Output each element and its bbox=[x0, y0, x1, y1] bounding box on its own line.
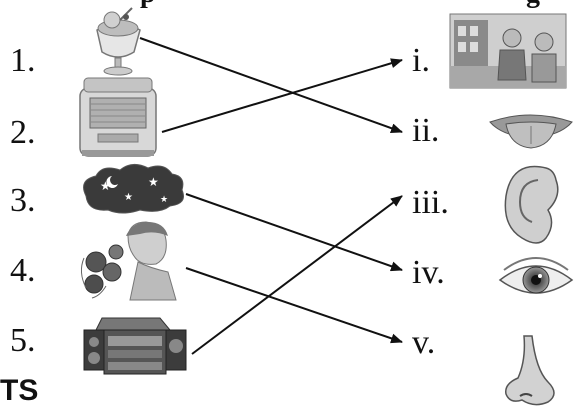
svg-text:★: ★ bbox=[100, 179, 111, 193]
heading-fragment-right: g bbox=[526, 0, 540, 8]
svg-text:★: ★ bbox=[160, 194, 168, 204]
arrow-4-to-v bbox=[185, 267, 403, 344]
ear-picture bbox=[504, 165, 559, 244]
match-arrows bbox=[139, 37, 403, 355]
arrow-3-to-iv bbox=[185, 193, 403, 272]
people-watching-stage-picture bbox=[449, 13, 567, 89]
eye-picture bbox=[498, 257, 574, 294]
heading-fragment-left: p bbox=[140, 0, 156, 8]
night-sky-stars-picture: ★ ★ ★ ★ bbox=[83, 164, 184, 214]
ice-cream-sundae-picture bbox=[96, 7, 141, 76]
nose-picture bbox=[505, 335, 555, 406]
music-system-picture bbox=[83, 317, 187, 375]
item-number-2: 2. bbox=[10, 114, 36, 151]
air-cooler-picture bbox=[79, 77, 157, 157]
numeral-iii: iii. bbox=[412, 184, 449, 221]
boy-smelling-roses-picture bbox=[80, 221, 177, 301]
item-number-5: 5. bbox=[10, 322, 36, 359]
item-number-4: 4. bbox=[10, 252, 36, 289]
item-number-1: 1. bbox=[10, 42, 36, 79]
numeral-v: v. bbox=[412, 324, 436, 361]
numeral-iv: iv. bbox=[412, 254, 445, 291]
tongue-picture bbox=[489, 114, 573, 149]
footer-text: TS bbox=[0, 374, 39, 407]
arrow-2-to-i bbox=[161, 58, 403, 133]
numeral-ii: ii. bbox=[412, 112, 440, 149]
numeral-i: i. bbox=[412, 42, 430, 79]
cropped-heading: p g bbox=[0, 0, 575, 10]
arrow-1-to-ii bbox=[139, 37, 403, 133]
arrow-5-to-iii bbox=[191, 195, 403, 355]
svg-text:★: ★ bbox=[148, 175, 159, 189]
svg-text:★: ★ bbox=[124, 192, 133, 203]
item-number-3: 3. bbox=[10, 182, 36, 219]
